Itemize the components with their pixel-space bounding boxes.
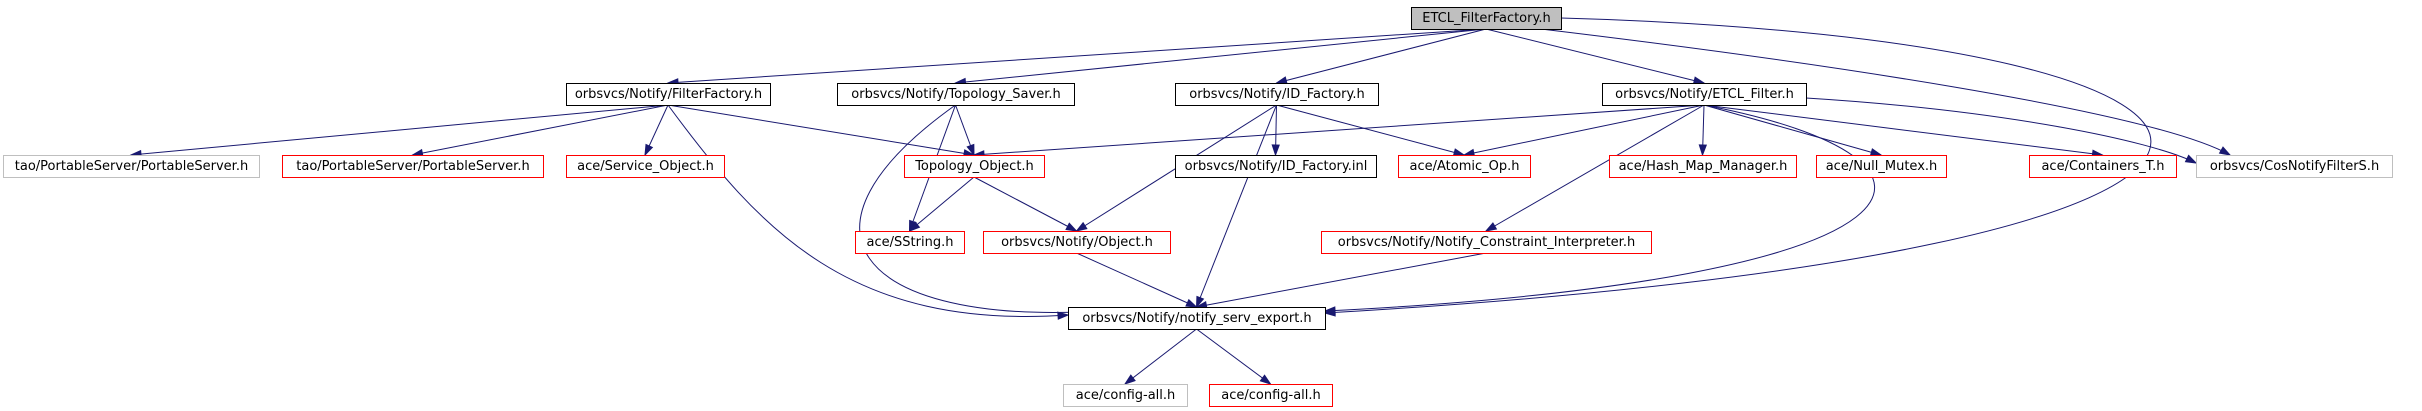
- node-box: [1816, 155, 1947, 178]
- node-label: ace/Service_Object.h: [577, 159, 714, 174]
- edge-root-to-cosnotifyfilters: [1540, 28, 2232, 156]
- node-label: tao/PortableServer/PortableServer.h: [296, 159, 529, 174]
- node-label: orbsvcs/Notify/ETCL_Filter.h: [1615, 87, 1794, 102]
- edge-etcl_filter-to-hash_map: [1698, 104, 1708, 157]
- edge-id_factory-to-atomic_op: [1276, 104, 1466, 157]
- edge-etcl_filter-to-cosnotifyfilters: [1805, 97, 2198, 164]
- node-null-mutex[interactable]: ace/Null_Mutex.h: [1816, 155, 1947, 178]
- node-sstring[interactable]: ace/SString.h: [855, 231, 965, 254]
- edge-filterfactory-to-ps_red: [411, 104, 669, 158]
- edge-etcl_filter-to-null_mutex: [1703, 104, 1883, 157]
- edge-etcl_filter-to-notify_serv_export: [1323, 104, 1875, 315]
- node-label: orbsvcs/Notify/Topology_Saver.h: [851, 87, 1060, 102]
- edge-id_factory-to-notify_serv_export: [1195, 104, 1277, 309]
- edge-root-to-topology_saver: [953, 28, 1487, 87]
- node-notify-serv-export[interactable]: orbsvcs/Notify/notify_serv_export.h: [1068, 307, 1326, 330]
- edge-topology_object-to-notify_object: [973, 176, 1078, 232]
- node-box: [1609, 155, 1797, 178]
- edge-root-to-id_factory: [1275, 28, 1487, 85]
- node-label: ace/config-all.h: [1076, 388, 1176, 403]
- node-box: [1398, 155, 1531, 178]
- node-box: [2196, 155, 2393, 178]
- node-ps-red[interactable]: tao/PortableServer/PortableServer.h: [282, 155, 544, 178]
- edge-etcl_filter-to-atomic_op: [1462, 104, 1705, 157]
- node-cosnotifyfilters[interactable]: orbsvcs/CosNotifyFilterS.h: [2196, 155, 2393, 178]
- node-label: ace/Hash_Map_Manager.h: [1619, 159, 1788, 174]
- node-label: orbsvcs/Notify/Notify_Constraint_Interpr…: [1338, 235, 1635, 250]
- edge-filterfactory-to-ps_gray: [129, 104, 669, 159]
- node-topology-object[interactable]: Topology_Object.h: [904, 155, 1045, 178]
- node-box: [3, 155, 260, 178]
- edge-notify_serv_export-to-config_all_gray: [1123, 328, 1197, 385]
- node-hash-map[interactable]: ace/Hash_Map_Manager.h: [1609, 155, 1797, 178]
- node-id-factory[interactable]: orbsvcs/Notify/ID_Factory.h: [1175, 83, 1379, 106]
- node-atomic-op[interactable]: ace/Atomic_Op.h: [1398, 155, 1531, 178]
- node-box: [566, 155, 725, 178]
- node-label: tao/PortableServer/PortableServer.h: [15, 159, 248, 174]
- node-notify-object[interactable]: orbsvcs/Notify/Object.h: [983, 231, 1171, 254]
- node-box: [983, 231, 1171, 254]
- node-config-all-gray[interactable]: ace/config-all.h: [1063, 384, 1188, 407]
- node-label: ace/Null_Mutex.h: [1826, 159, 1938, 174]
- edge-constraint_interp-to-notify_serv_export: [1195, 252, 1487, 310]
- node-box: [1411, 7, 1562, 30]
- node-box: [1321, 231, 1652, 254]
- node-label: Topology_Object.h: [914, 159, 1034, 174]
- node-label: orbsvcs/Notify/ID_Factory.h: [1189, 87, 1364, 102]
- edge-notify_object-to-notify_serv_export: [1076, 252, 1198, 308]
- node-label: orbsvcs/Notify/Object.h: [1001, 235, 1153, 250]
- node-label: orbsvcs/Notify/notify_serv_export.h: [1082, 311, 1311, 326]
- node-label: orbsvcs/Notify/ID_Factory.inl: [1185, 159, 1368, 174]
- node-service-object[interactable]: ace/Service_Object.h: [566, 155, 725, 178]
- node-box: [1209, 384, 1333, 407]
- node-label: orbsvcs/CosNotifyFilterS.h: [2210, 159, 2379, 174]
- node-config-all-red[interactable]: ace/config-all.h: [1209, 384, 1333, 407]
- edge-topology_saver-to-notify_serv_export: [859, 104, 1082, 317]
- edge-id_factory-to-id_factory_inl: [1271, 104, 1280, 157]
- node-box: [282, 155, 544, 178]
- node-constraint-interp[interactable]: orbsvcs/Notify/Notify_Constraint_Interpr…: [1321, 231, 1652, 254]
- node-containers-t[interactable]: ace/Containers_T.h: [2029, 155, 2177, 178]
- node-box: [1063, 384, 1188, 407]
- edge-topology_saver-to-topology_object: [955, 104, 975, 157]
- edge-topology_object-to-sstring: [908, 176, 975, 232]
- node-box: [1602, 83, 1807, 106]
- node-root[interactable]: ETCL_FilterFactory.h: [1411, 7, 1562, 30]
- node-ps-gray[interactable]: tao/PortableServer/PortableServer.h: [3, 155, 260, 178]
- edge-etcl_filter-to-topology_object: [972, 104, 1705, 159]
- edge-filterfactory-to-notify_serv_export: [667, 104, 1070, 320]
- node-box: [1175, 83, 1379, 106]
- edge-notify_serv_export-to-config_all_red: [1196, 328, 1272, 385]
- edge-root-to-etcl_filter: [1485, 28, 1706, 85]
- edge-filterfactory-to-service_object: [644, 104, 669, 157]
- edge-root-to-filterfactory: [666, 28, 1487, 87]
- node-id-factory-inl[interactable]: orbsvcs/Notify/ID_Factory.inl: [1175, 155, 1377, 178]
- node-box: [837, 83, 1075, 106]
- node-label: orbsvcs/Notify/FilterFactory.h: [575, 87, 762, 102]
- edge-etcl_filter-to-containers_t: [1703, 104, 2105, 158]
- node-label: ETCL_FilterFactory.h: [1422, 11, 1550, 26]
- node-label: ace/Containers_T.h: [2041, 159, 2164, 174]
- node-box: [904, 155, 1045, 178]
- edge-etcl_filter-to-constraint_interp: [1484, 104, 1705, 232]
- node-filterfactory[interactable]: orbsvcs/Notify/FilterFactory.h: [566, 83, 771, 106]
- node-box: [1175, 155, 1377, 178]
- node-etcl-filter[interactable]: orbsvcs/Notify/ETCL_Filter.h: [1602, 83, 1807, 106]
- node-label: ace/config-all.h: [1221, 388, 1321, 403]
- node-topology-saver[interactable]: orbsvcs/Notify/Topology_Saver.h: [837, 83, 1075, 106]
- node-box: [2029, 155, 2177, 178]
- edge-filterfactory-to-topology_object: [667, 104, 976, 158]
- node-box: [566, 83, 771, 106]
- node-label: ace/SString.h: [867, 235, 954, 250]
- node-box: [1068, 307, 1326, 330]
- node-label: ace/Atomic_Op.h: [1410, 159, 1520, 174]
- nodes-layer: ETCL_FilterFactory.h orbsvcs/Notify/Filte…: [3, 7, 2393, 407]
- node-box: [855, 231, 965, 254]
